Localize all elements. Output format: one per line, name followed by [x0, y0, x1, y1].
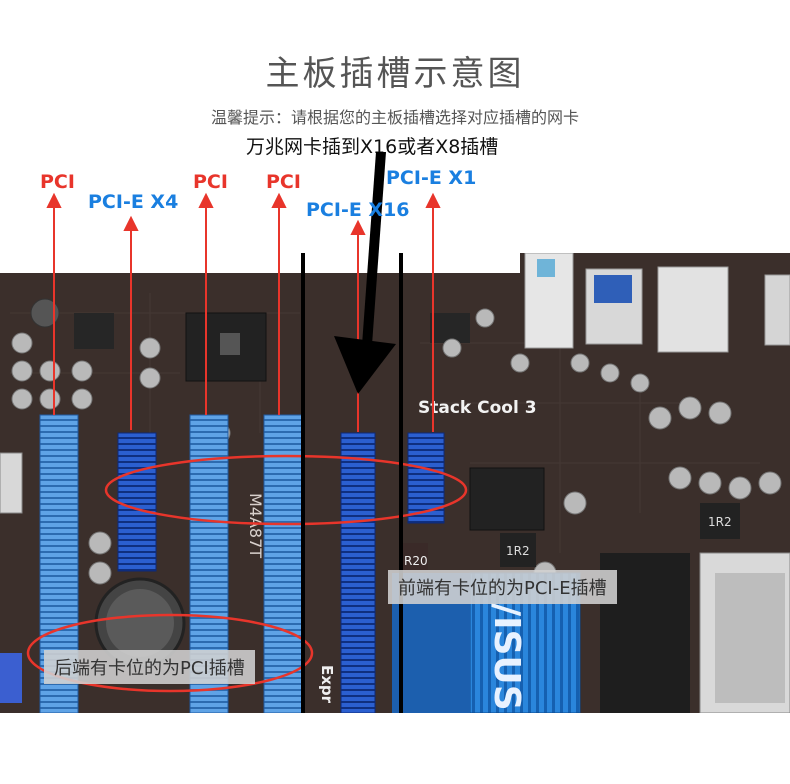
pcie-latch-ellipse	[104, 454, 468, 526]
label-pcie-x4: PCI-E X4	[88, 191, 179, 213]
label-pci-3: PCI	[266, 171, 301, 193]
model-text: M4A87T	[246, 493, 265, 558]
callout-pci-latch: 后端有卡位的为PCI插槽	[44, 650, 255, 684]
lan-port	[657, 266, 729, 353]
hint-text: 温馨提示：请根据您的主板插槽选择对应插槽的网卡	[210, 108, 579, 127]
recommendation-note: 万兆网卡插到X16或者X8插槽	[246, 136, 499, 158]
stack-cool-text: Stack Cool 3	[418, 398, 537, 418]
brand-text: /ISUS	[486, 603, 527, 711]
label-pcie-x16: PCI-E X16	[306, 199, 410, 221]
chip-right	[469, 467, 545, 531]
pcie-x4-slot	[117, 432, 157, 572]
pci-slot-3	[263, 414, 303, 713]
x16-highlight-box	[301, 253, 403, 713]
svg-text:1R2: 1R2	[708, 515, 732, 529]
black-arrow	[334, 152, 396, 394]
motherboard-photo: 1R2 1R2 Stack Cool 3 /ISUS M4A87T Expr R…	[0, 253, 790, 713]
callout-pcie-latch: 前端有卡位的为PCI-E插槽	[388, 570, 617, 604]
expr-text: Expr	[318, 665, 336, 704]
page-title: 主板插槽示意图	[265, 54, 525, 94]
pci-latch-ellipse	[26, 613, 314, 693]
label-pcie-x1: PCI-E X1	[386, 167, 477, 189]
pcie-x16-slot	[340, 432, 376, 713]
r20-text: R20	[404, 554, 428, 568]
chip-small	[74, 313, 114, 349]
label-pci-1: PCI	[40, 171, 75, 193]
label-pci-2: PCI	[193, 171, 228, 193]
svg-text:1R2: 1R2	[506, 544, 530, 558]
